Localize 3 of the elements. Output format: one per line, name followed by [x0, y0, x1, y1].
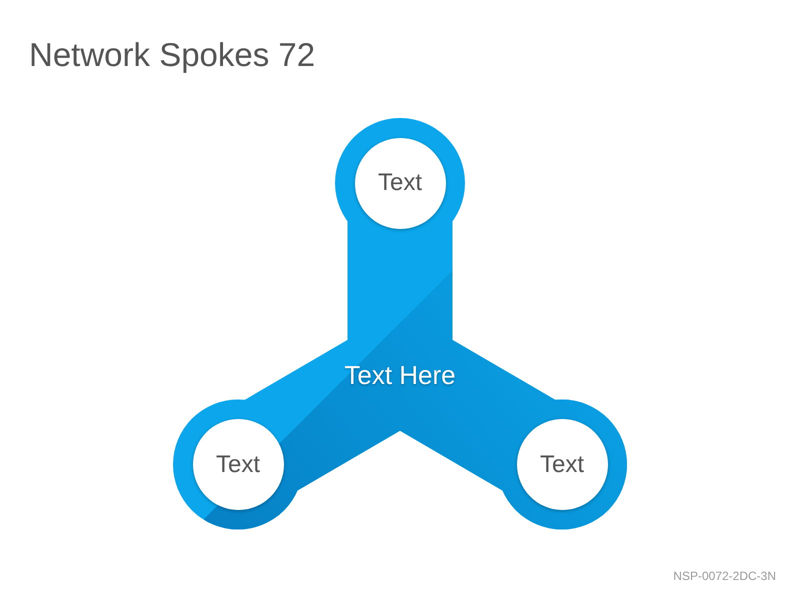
- title: Network Spokes 72: [29, 35, 316, 75]
- center-label: Text Here: [344, 361, 456, 391]
- product-code: NSP-0072-2DC-3N: [673, 569, 776, 584]
